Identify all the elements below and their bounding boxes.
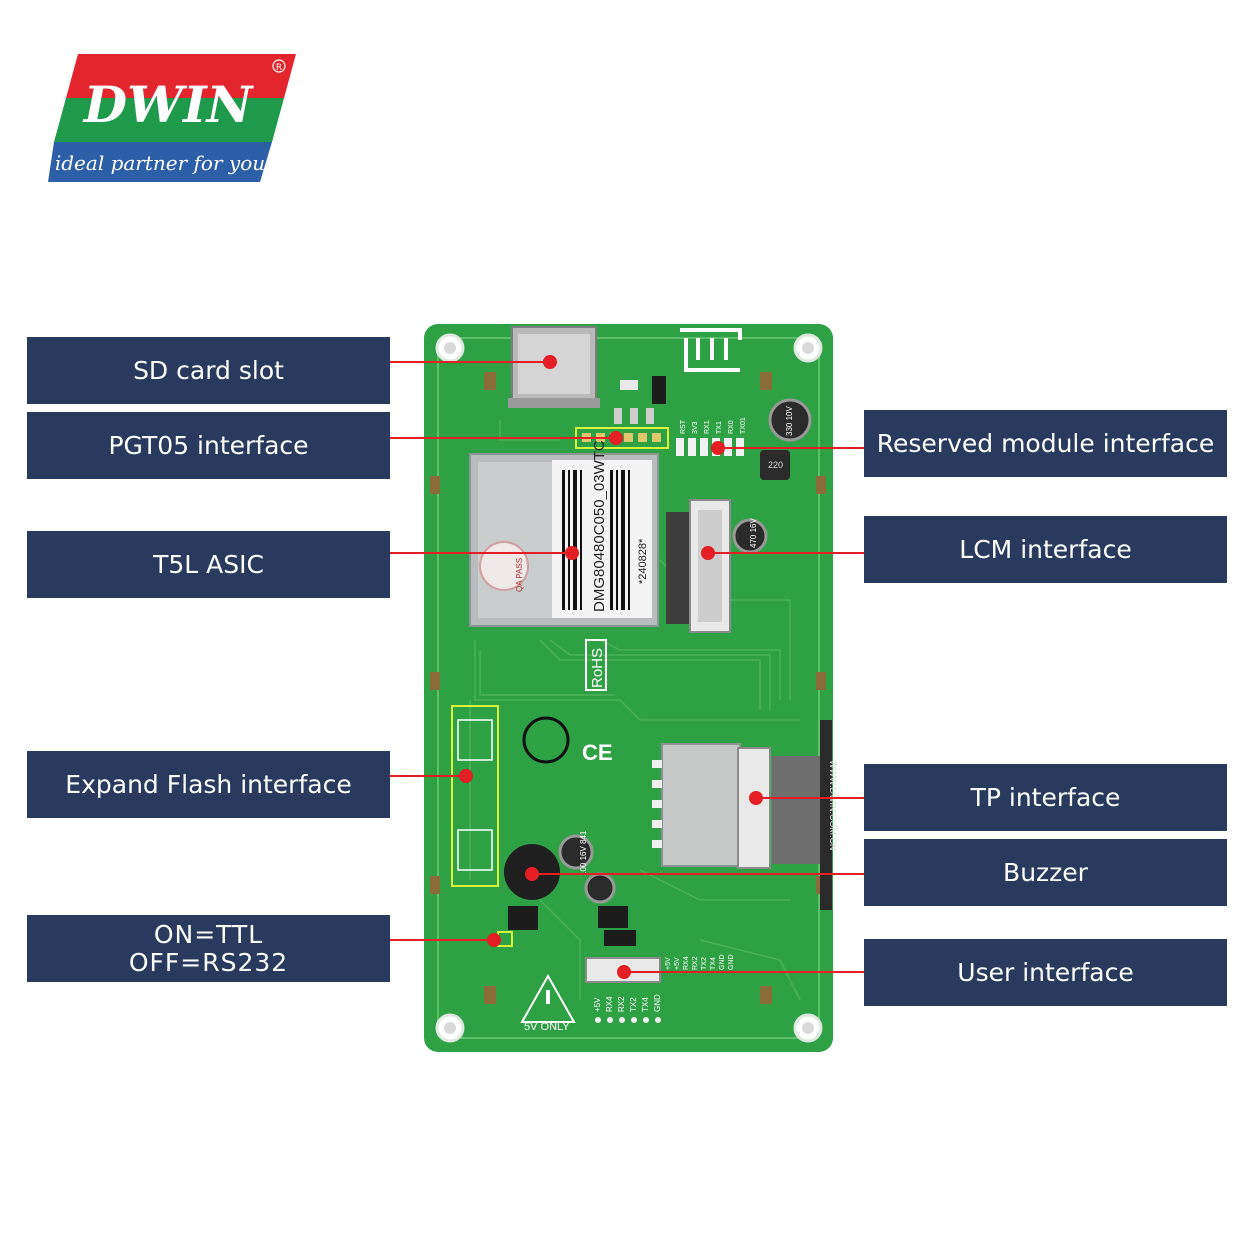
label-tp-interface: TP interface <box>864 764 1227 831</box>
user-pin-label: TX2 <box>629 997 638 1012</box>
user-pin-top-label: GND <box>728 954 735 970</box>
user-pin-top-label: TX4 <box>710 957 717 970</box>
user-pin-top-label: GND <box>719 954 726 970</box>
user-pin-label: +5V <box>593 997 602 1012</box>
label-expand-flash-interface: Expand Flash interface <box>27 751 390 818</box>
label-ttl-rs232-switch: ON=TTL OFF=RS232 <box>27 915 390 982</box>
module-pin-label: TX01 <box>740 417 747 434</box>
tp-fpc <box>772 756 828 864</box>
cap-1-text: 100 16V 841 <box>579 830 588 876</box>
dwin-logo: DWIN ideal partner for you R <box>48 54 296 182</box>
label-sd-card-slot: SD card slot <box>27 337 390 404</box>
inductor-text: 220 <box>768 460 783 470</box>
rohs-text: RoHS <box>589 648 606 688</box>
module-pin-label: RX0 <box>728 420 735 434</box>
label-ttl-off: OFF=RS232 <box>128 947 289 977</box>
label-pgt05-interface: PGT05 interface <box>27 412 390 479</box>
expand-flash-outline <box>451 705 499 887</box>
mounting-holes <box>435 333 823 1043</box>
warning-text: 5V ONLY <box>524 1021 570 1033</box>
qa-text: QA PASS <box>515 558 524 592</box>
lcm-connector <box>666 512 690 624</box>
label-user-interface: User interface <box>864 939 1227 1006</box>
user-pin-top-label: RX4 <box>683 956 690 970</box>
user-pin-label: GND <box>653 994 662 1012</box>
user-pin-top-label: RX2 <box>692 956 699 970</box>
module-id-text: DMG80480C050_03WTC <box>591 440 608 612</box>
tp-shield <box>661 743 741 867</box>
module-pin-label: TX1 <box>716 421 723 434</box>
label-reserved-module-interface: Reserved module interface <box>864 410 1227 477</box>
module-pin-label: RX1 <box>704 420 711 434</box>
user-pin-top-label: TX2 <box>701 957 708 970</box>
user-pin-label: RX2 <box>617 996 626 1012</box>
logo-wordmark: DWIN <box>82 75 255 134</box>
user-pin-top-label: +5V <box>665 957 672 970</box>
module-pin-label: 3V3 <box>692 421 699 434</box>
tp-connector <box>737 747 771 869</box>
label-buzzer: Buzzer <box>864 839 1227 906</box>
svg-text:R: R <box>276 63 282 73</box>
module-pin-label: RST <box>680 419 687 434</box>
user-pin-label: RX4 <box>605 996 614 1012</box>
cap-3-text: 470 16V <box>749 518 758 548</box>
label-ttl-on: ON=TTL <box>153 919 264 949</box>
date-code-text: *240828* <box>637 538 649 584</box>
label-lcm-interface: LCM interface <box>864 516 1227 583</box>
ce-mark: CE <box>582 740 613 765</box>
cap-2-text: 330 10V <box>785 406 794 436</box>
watermark-text: WWW.DWIN.COM.CN <box>828 760 838 850</box>
user-pin-top-label: +5V <box>674 957 681 970</box>
label-t5l-asic: T5L ASIC <box>27 531 390 598</box>
logo-tagline: ideal partner for you <box>55 151 265 175</box>
user-pin-label: TX4 <box>641 997 650 1012</box>
